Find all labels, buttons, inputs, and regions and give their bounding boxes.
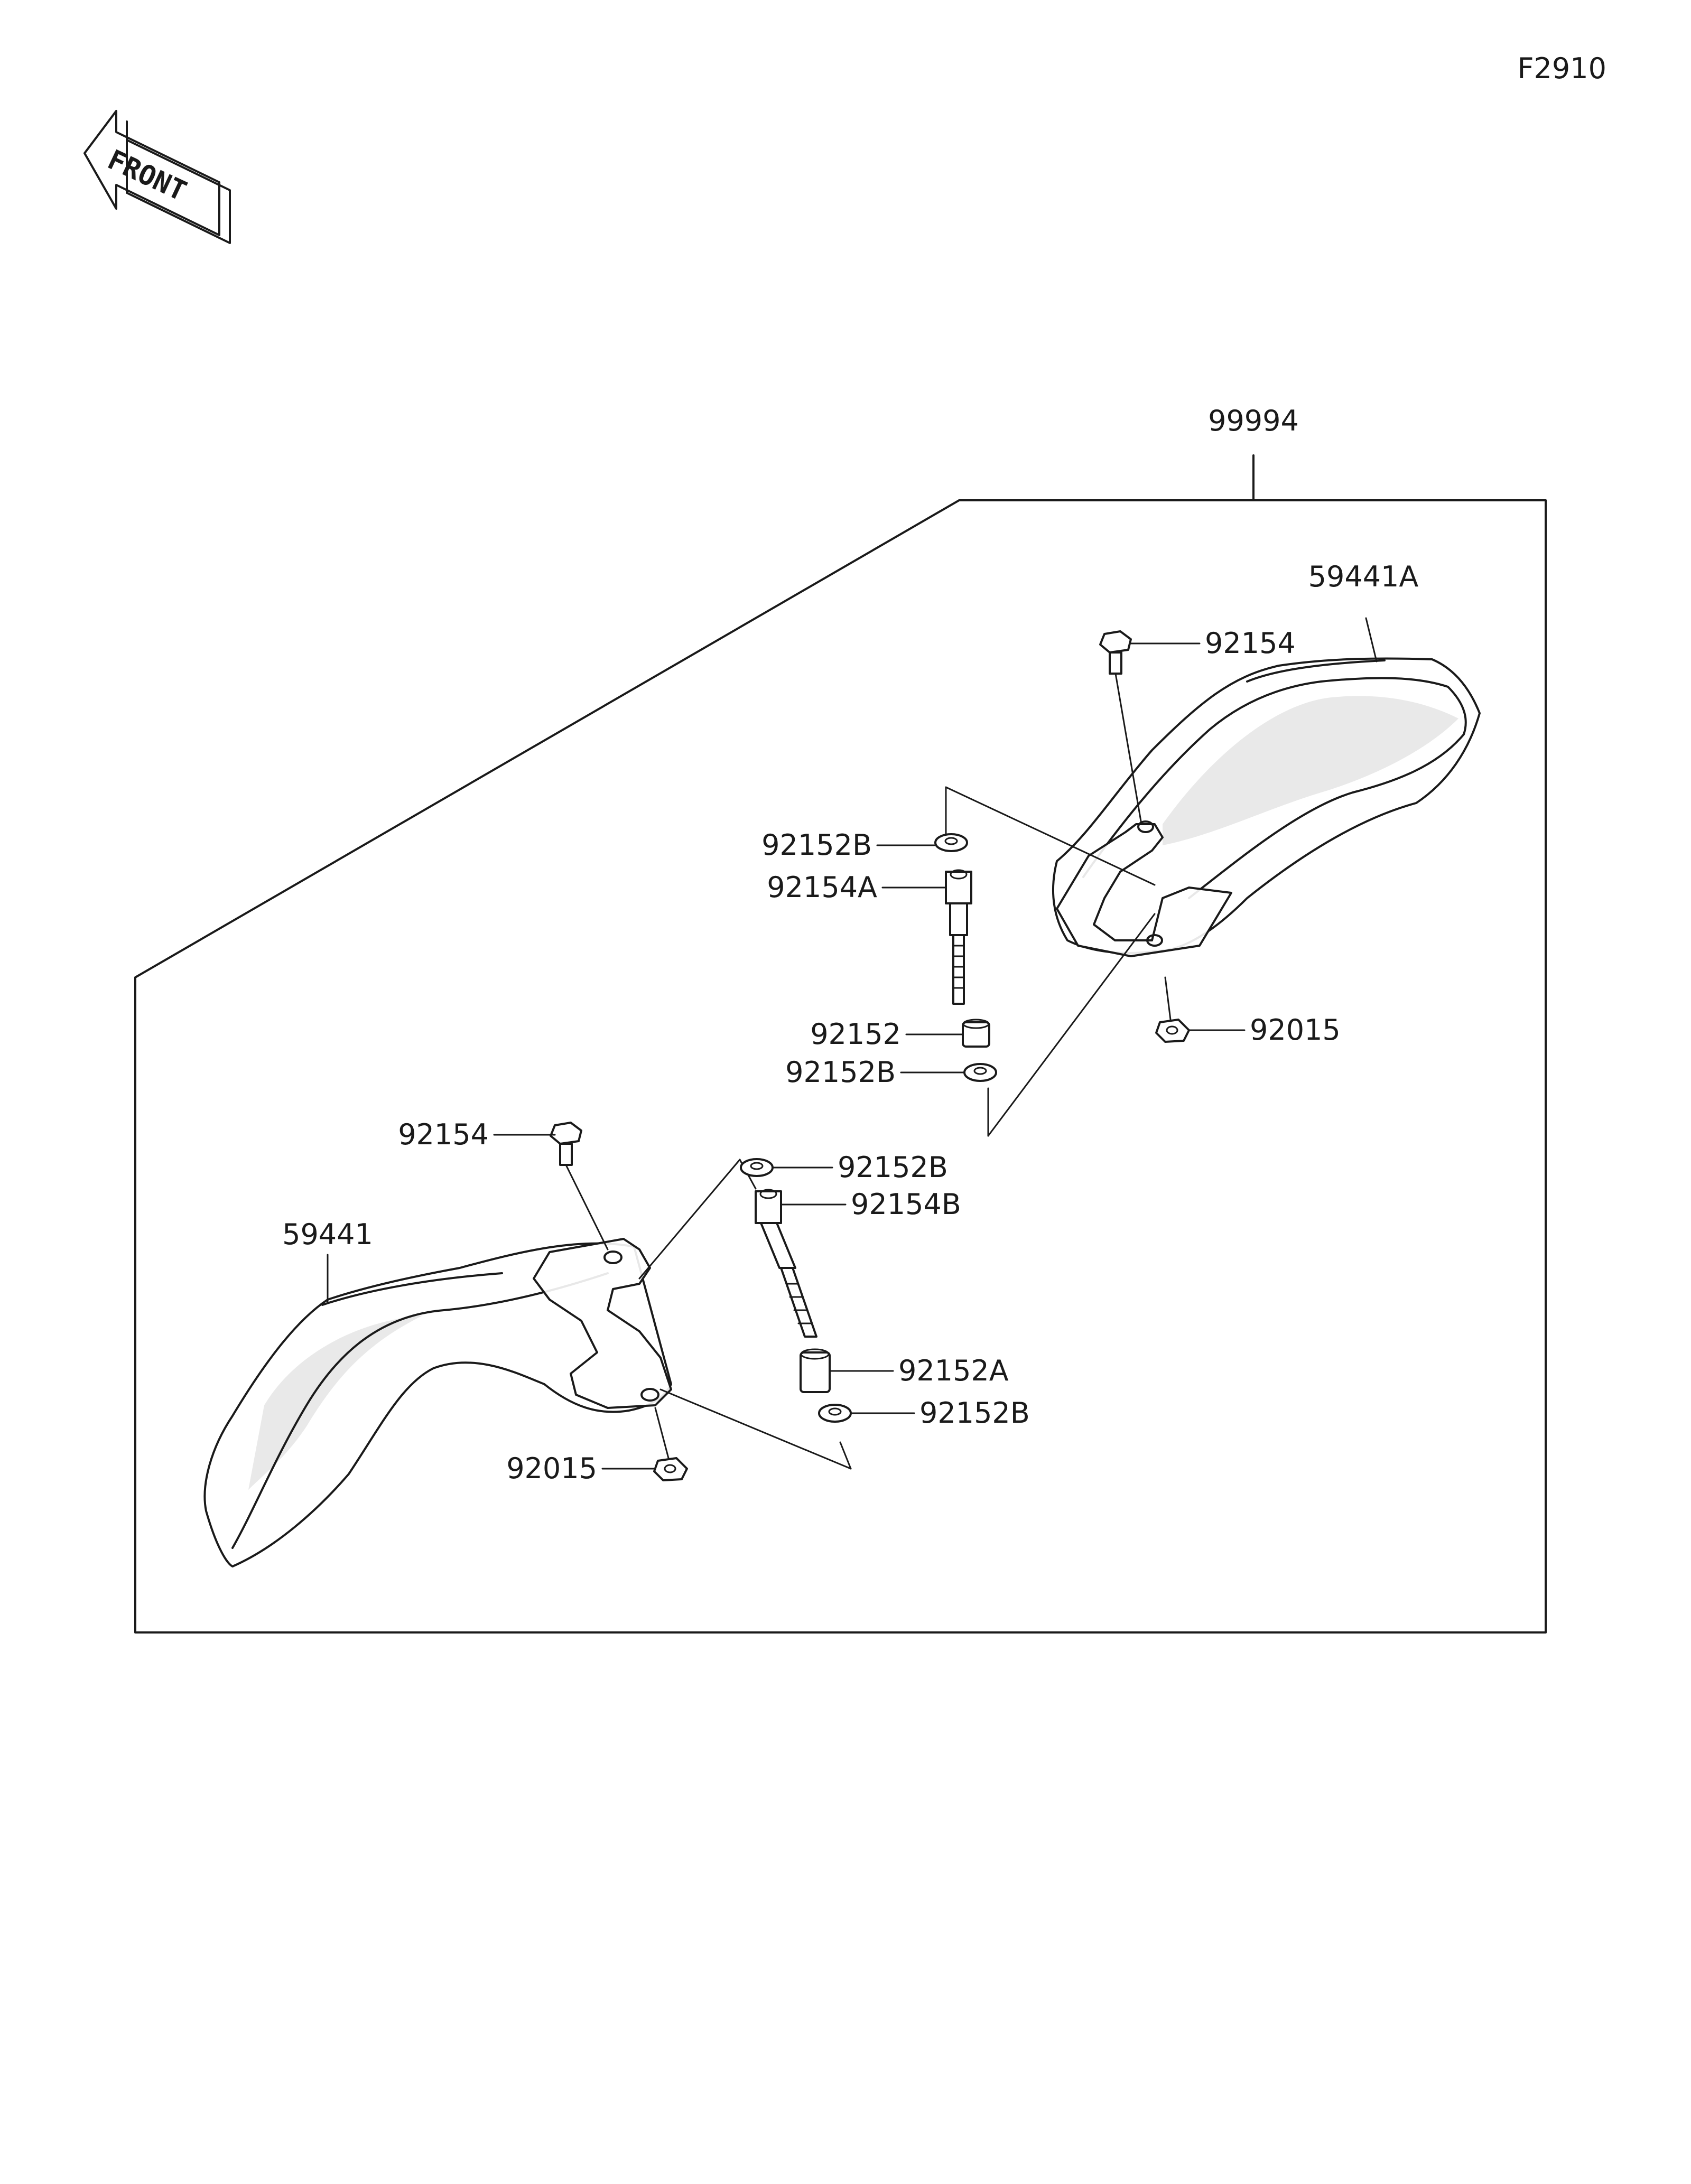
callout-washer-r-bottom: 92152B (785, 1056, 896, 1089)
callout-guard-right: 59441A (1308, 560, 1419, 593)
hand-guard-right (1052, 657, 1481, 957)
callout-nut-left: 92015 (506, 1452, 597, 1485)
callout-collar-r: 92152 (810, 1018, 901, 1051)
callout-washer-l-top: 92152B (838, 1151, 948, 1184)
collar-left-icon (800, 1348, 831, 1393)
callout-bolt-left: 92154 (398, 1118, 489, 1151)
callout-bolt-right: 92154 (1205, 627, 1296, 660)
callout-washer-l-bottom: 92152B (919, 1396, 1030, 1430)
washer-left-bottom-icon (818, 1404, 852, 1423)
collar-right-icon (962, 1019, 990, 1048)
spacer-bolt-left-icon (755, 1189, 817, 1338)
callout-collar-l: 92152A (898, 1354, 1009, 1387)
bolt-right-icon (1099, 630, 1142, 825)
bolt-left-icon (550, 1122, 609, 1250)
nut-right-icon (1155, 976, 1190, 1043)
callout-assembly: 99994 (1208, 404, 1299, 437)
callout-guard-left: 59441 (282, 1218, 373, 1251)
callout-spacer-bolt-l: 92154B (851, 1188, 961, 1221)
front-direction-arrow-icon: FRONT (83, 110, 231, 244)
callout-washer-r-top: 92152B (761, 828, 872, 862)
hand-guard-left (203, 1238, 672, 1567)
callout-nut-right: 92015 (1250, 1013, 1341, 1047)
washer-left-top-icon (740, 1158, 774, 1177)
washer-right-top-icon (934, 833, 968, 852)
assembly-boundary (134, 454, 1547, 1634)
washer-right-bottom-icon (963, 1063, 997, 1082)
figure-code: F2910 (1518, 52, 1607, 85)
callout-spacer-bolt-r: 92154A (767, 871, 877, 904)
nut-left-icon (653, 1407, 688, 1481)
spacer-bolt-right-icon (945, 869, 972, 1005)
